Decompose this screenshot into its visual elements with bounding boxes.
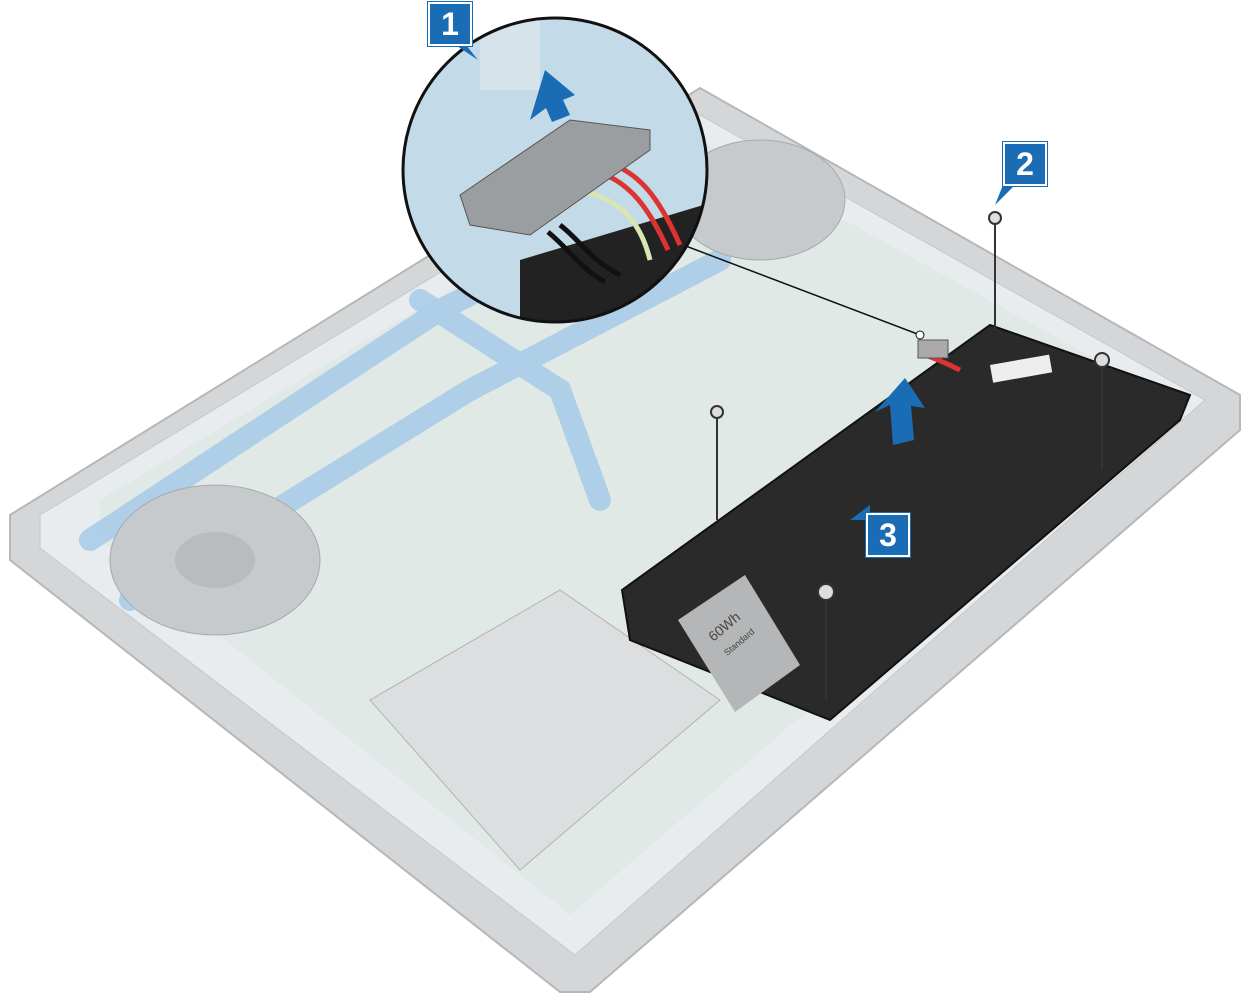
screws <box>710 211 1110 700</box>
hard-drive-bracket <box>369 589 721 871</box>
magnifier-leader-line <box>669 239 921 336</box>
callout-step-1: 1 <box>428 2 472 46</box>
screw-icon <box>817 583 835 601</box>
lift-arrow-connector <box>530 70 575 122</box>
callout-step-2: 2 <box>1003 142 1047 186</box>
lift-arrow-battery <box>875 378 925 445</box>
battery-connector[interactable] <box>917 339 949 359</box>
screw-icon <box>710 405 724 419</box>
laptop-base <box>9 86 1241 993</box>
fan-left <box>109 484 321 636</box>
callout-step-3: 3 <box>866 513 910 557</box>
screw-icon <box>1094 352 1110 368</box>
screw-icon <box>988 211 1002 225</box>
battery-barcode <box>990 354 1053 383</box>
battery-label-plate <box>678 575 800 712</box>
